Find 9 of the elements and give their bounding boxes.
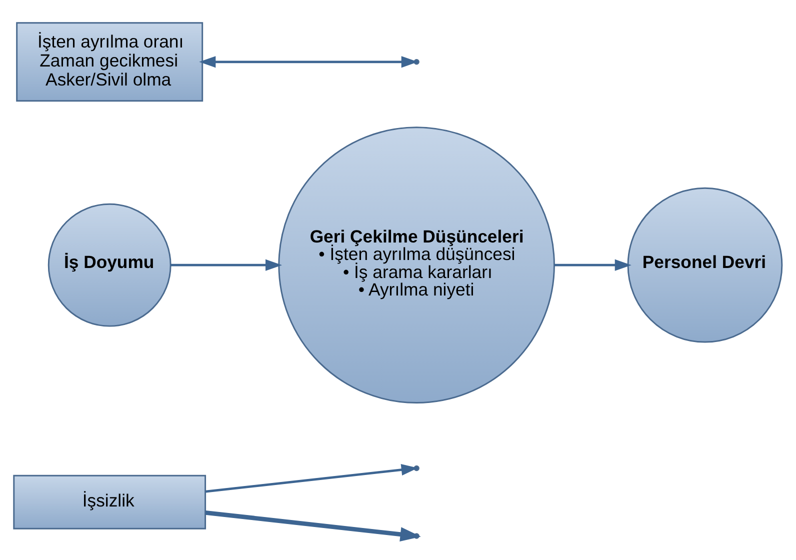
node-circle: Personel Devri (627, 186, 783, 342)
arrow (170, 258, 282, 270)
node-box: İşsizlik (13, 474, 206, 529)
node-circle: Geri Çekilme Düşünceleri • İşten ayrılma düşüncesi • İş arama kararları • Ayrılma niyeti (278, 126, 555, 403)
arrow (199, 56, 418, 68)
arrow (554, 258, 632, 270)
node-box: İşten ayrılma oranı Zaman gecikmesi Asker/Sivil olma (16, 22, 204, 102)
arrow (205, 464, 418, 492)
node-circle: İş Doyumu (48, 202, 172, 326)
